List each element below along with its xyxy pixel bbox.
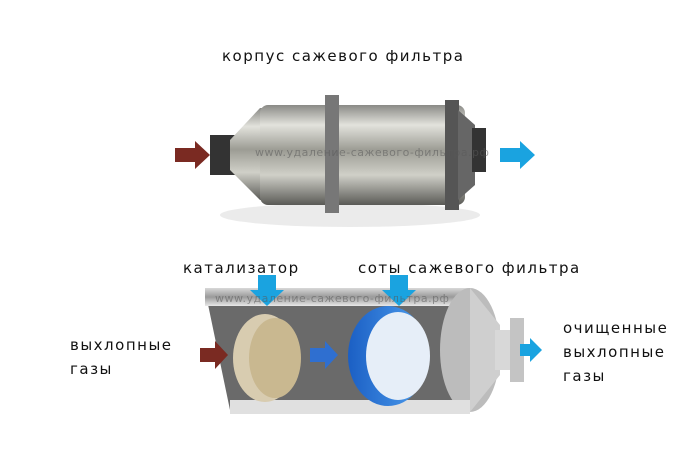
catalyst-pointer — [250, 275, 284, 306]
flow-arrow — [310, 341, 338, 369]
outlet-arrow-top — [500, 141, 535, 169]
filter-housing-photo — [210, 95, 486, 227]
inlet-label-2: газы — [70, 360, 113, 378]
outlet-arrow-bottom — [520, 338, 542, 362]
watermark-bottom: www.удаление-сажевого-фильтра.рф — [215, 292, 450, 305]
honeycomb-label: соты сажевого фильтра — [358, 259, 581, 277]
outlet-label-1: очищенные — [563, 319, 669, 337]
outlet-label-3: газы — [563, 367, 606, 385]
watermark-top: www.удаление-сажевого-фильтра.рф — [255, 146, 490, 159]
honeycomb-pointer — [382, 275, 416, 306]
catalyst-label: катализатор — [183, 259, 300, 277]
filter-cutaway — [205, 288, 524, 414]
inlet-label-1: выхлопные — [70, 336, 173, 354]
outlet-label-2: выхлопные — [563, 343, 666, 361]
housing-label: корпус сажевого фильтра — [222, 47, 465, 65]
inlet-arrow-top — [175, 141, 210, 169]
inlet-arrow-bottom — [200, 341, 228, 369]
